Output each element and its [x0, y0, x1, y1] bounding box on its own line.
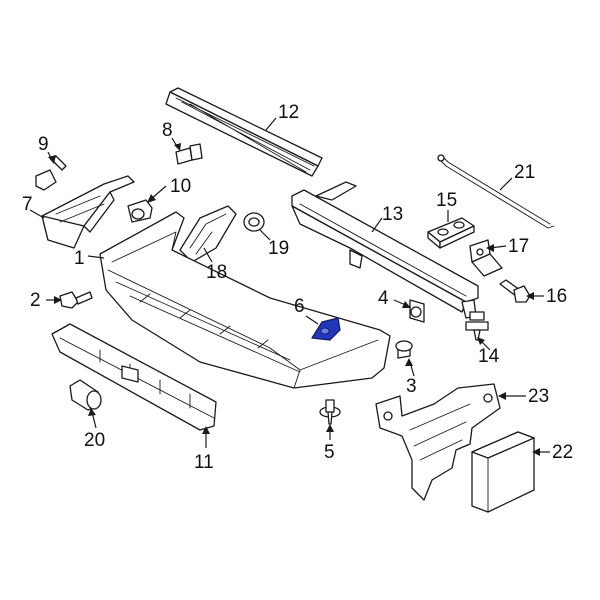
part-13-reinforcement-beam [291, 181, 479, 319]
svg-text:1: 1 [74, 248, 85, 269]
callout-6: 6 [294, 296, 319, 325]
callout-10: 10 [147, 176, 191, 203]
callout-19: 19 [259, 229, 289, 259]
svg-text:2: 2 [30, 290, 41, 311]
part-3-screw [395, 340, 413, 359]
callout-5: 5 [324, 424, 335, 463]
svg-text:11: 11 [194, 452, 214, 473]
part-20-sensor [69, 379, 102, 411]
svg-text:16: 16 [546, 286, 567, 307]
callout-1: 1 [74, 248, 105, 269]
svg-text:10: 10 [170, 176, 191, 197]
callout-13: 13 [371, 204, 403, 233]
part-7-mount-bracket [41, 175, 135, 249]
part-16-bolt [499, 279, 531, 303]
part-19-grommet [243, 212, 265, 232]
svg-text:8: 8 [162, 120, 173, 141]
svg-text:5: 5 [324, 442, 335, 463]
callout-7: 7 [22, 194, 45, 219]
part-5-pin [319, 399, 341, 425]
callout-11: 11 [194, 426, 214, 473]
svg-text:22: 22 [552, 442, 573, 463]
part-22-control-module [471, 431, 535, 513]
callout-23: 23 [498, 386, 549, 407]
callout-18: 18 [203, 247, 227, 283]
part-17-clip [469, 239, 503, 277]
svg-text:20: 20 [84, 430, 105, 451]
callout-12: 12 [265, 102, 299, 131]
svg-text:19: 19 [268, 238, 289, 259]
svg-text:17: 17 [508, 236, 529, 257]
part-23-module-bracket [375, 383, 501, 501]
svg-text:21: 21 [514, 162, 535, 183]
svg-text:15: 15 [436, 190, 457, 211]
svg-text:23: 23 [528, 386, 549, 407]
svg-text:4: 4 [378, 288, 389, 309]
part-12-step-pad [165, 87, 323, 177]
svg-text:13: 13 [382, 204, 403, 225]
part-18-brace [179, 205, 237, 263]
svg-text:12: 12 [278, 102, 299, 123]
callout-15: 15 [436, 190, 457, 222]
part-1-bumper-cover [99, 211, 391, 389]
callout-16: 16 [526, 286, 567, 307]
part-9-bolt [35, 155, 67, 191]
part-2-bolt [59, 291, 93, 309]
svg-text:14: 14 [478, 346, 500, 367]
callout-9: 9 [38, 134, 56, 164]
callout-17: 17 [486, 236, 529, 257]
svg-text:3: 3 [406, 376, 417, 397]
part-8-screw [175, 143, 203, 165]
callout-21: 21 [499, 162, 535, 191]
callout-2: 2 [30, 290, 62, 311]
part-11-energy-absorber [51, 323, 217, 431]
svg-text:18: 18 [206, 262, 227, 283]
svg-text:9: 9 [38, 134, 49, 155]
svg-text:7: 7 [22, 194, 33, 215]
part-10-pin [127, 199, 153, 223]
callout-3: 3 [405, 358, 417, 397]
svg-text:6: 6 [294, 296, 305, 317]
callout-14: 14 [477, 337, 500, 367]
part-21-rod [437, 154, 555, 229]
part-15-bracket [427, 217, 475, 249]
callout-4: 4 [378, 288, 411, 309]
callout-22: 22 [532, 442, 573, 463]
part-6-bracket-highlighted[interactable] [311, 317, 341, 341]
part-4-nut [409, 299, 425, 323]
part-14-screw [465, 311, 489, 341]
callout-20: 20 [84, 408, 105, 451]
callout-8: 8 [162, 120, 181, 151]
